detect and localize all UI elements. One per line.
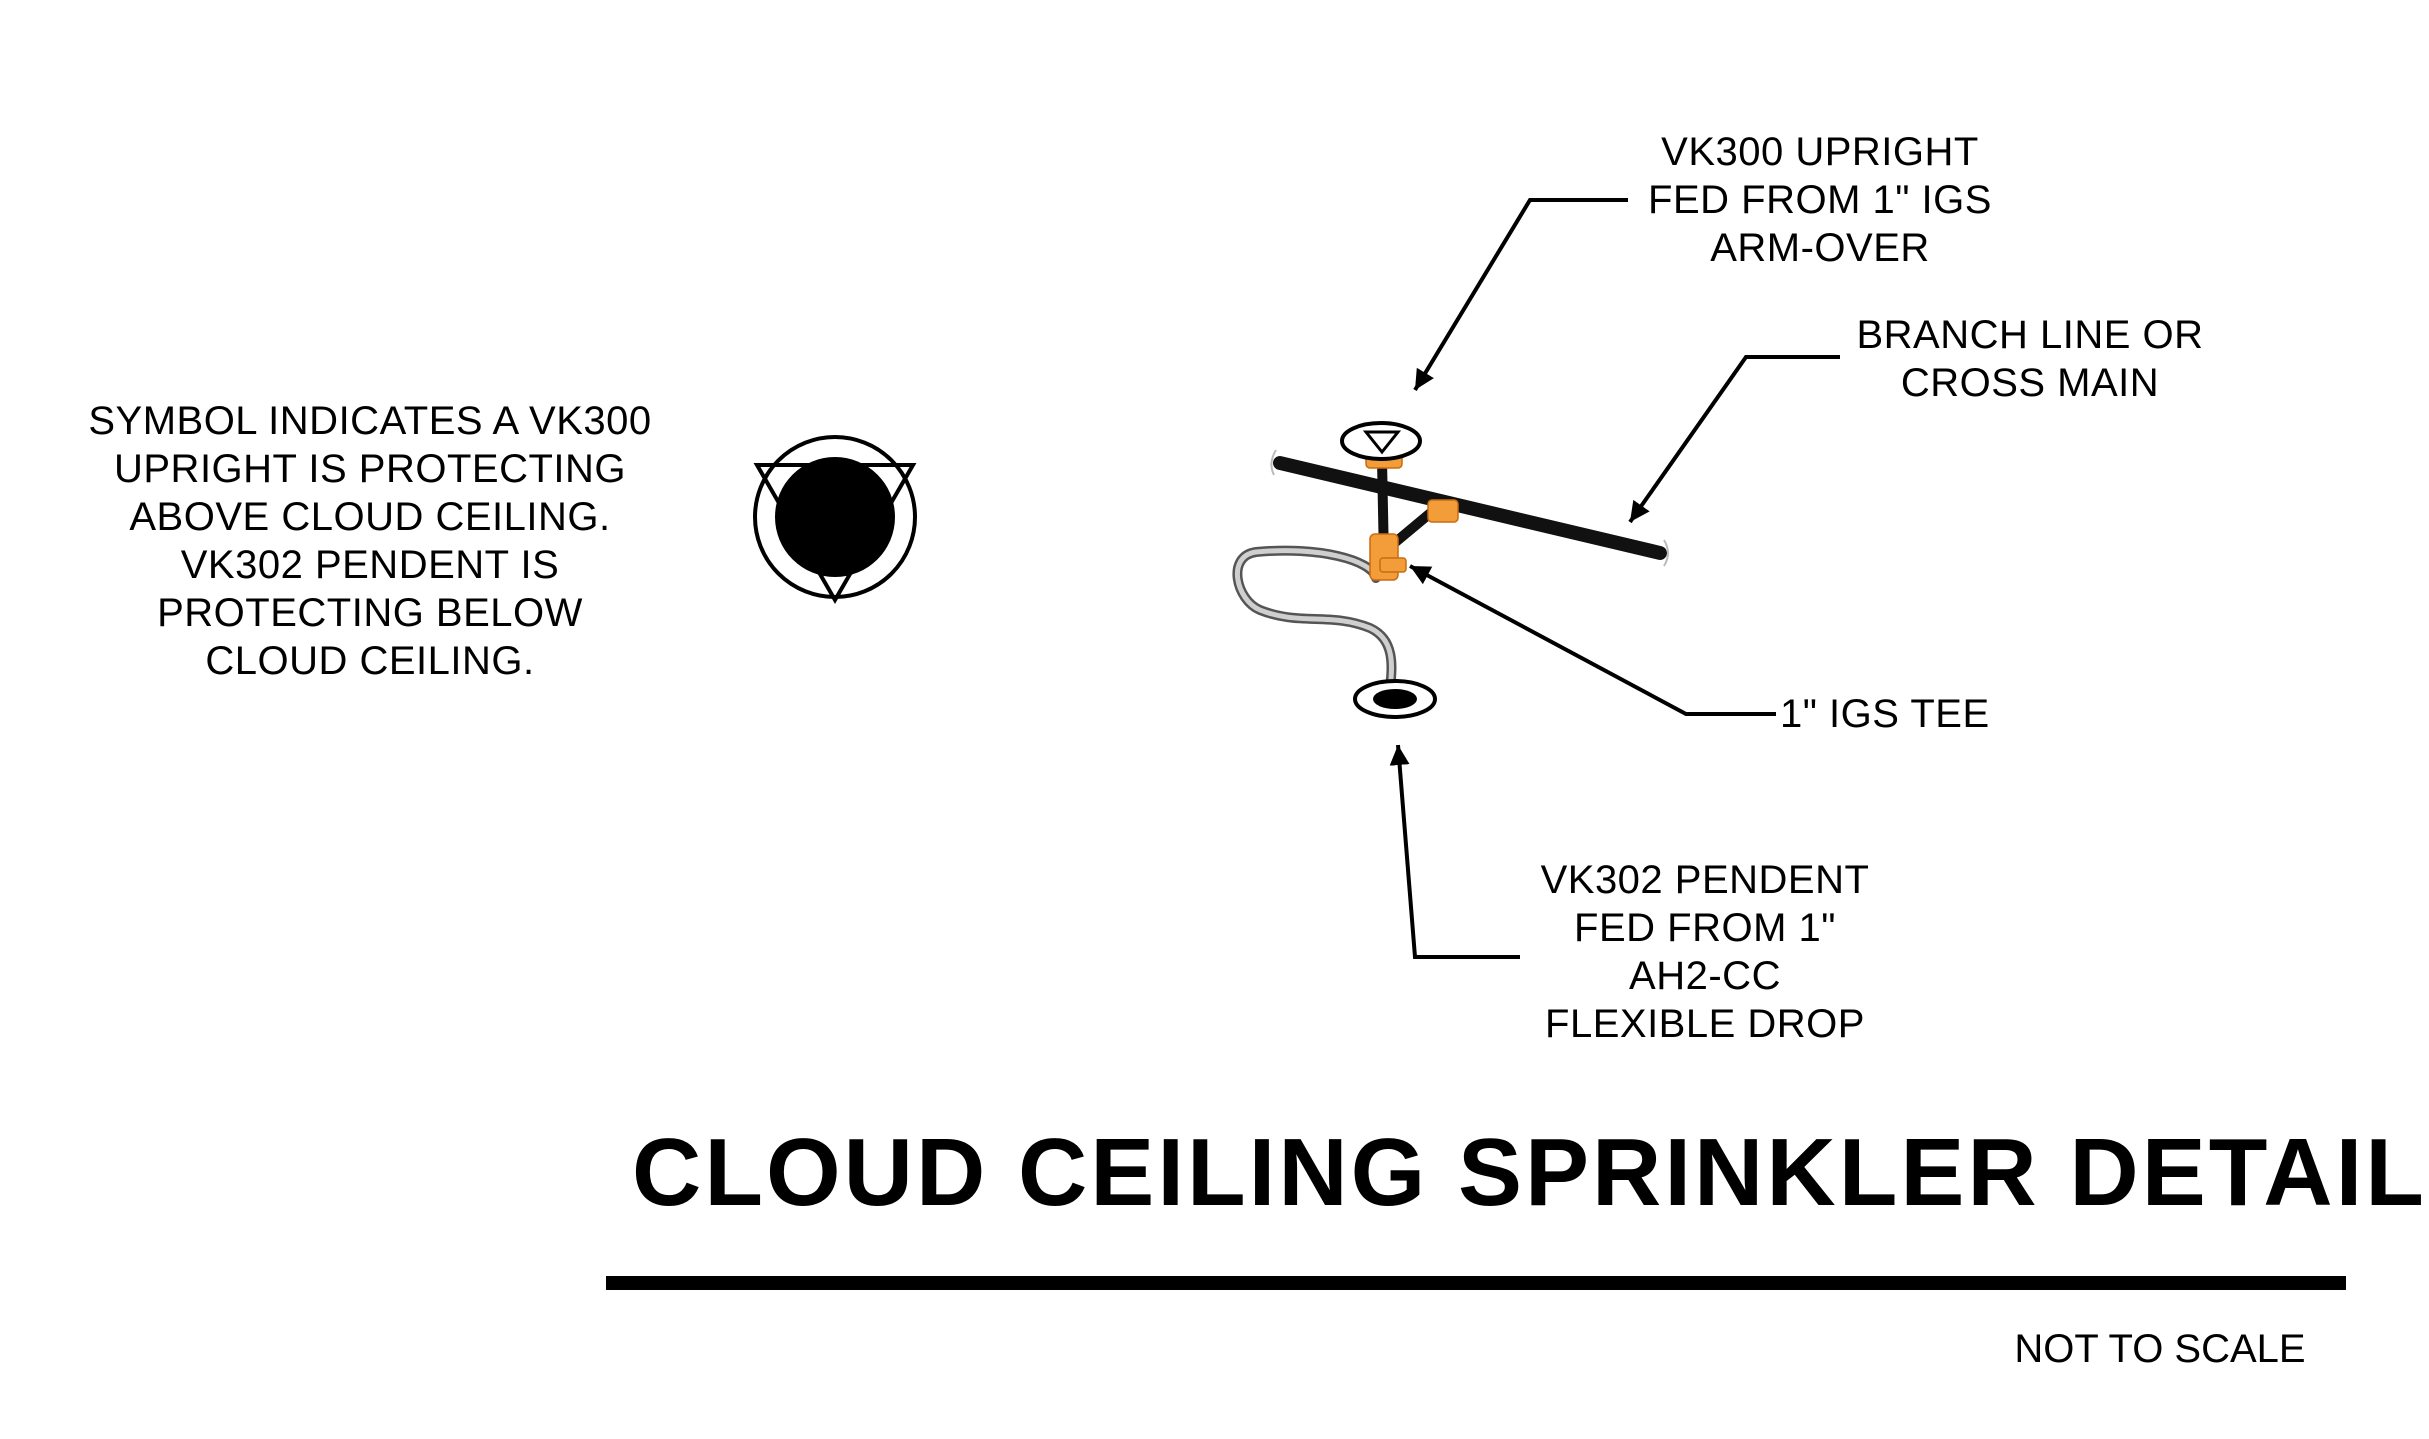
branch-line-pipe [1270, 449, 1669, 567]
tee-callout: 1" IGS TEE [1780, 690, 2040, 738]
pendent-callout: VK302 PENDENT FED FROM 1" AH2-CC FLEXIBL… [1505, 856, 1905, 1048]
upright-callout-line: FED FROM 1" IGS [1648, 178, 1992, 222]
symbol-note-line: ABOVE CLOUD CEILING. [129, 495, 611, 539]
symbol-note-line: UPRIGHT IS PROTECTING [113, 447, 627, 491]
pendent-callout-line: VK302 PENDENT [1540, 858, 1870, 902]
vk300-upright-sprinkler [1340, 421, 1422, 461]
pendent-leader [1389, 744, 1520, 959]
igs-tee-fitting [1369, 533, 1399, 581]
symbol-note: SYMBOL INDICATES A VK300 UPRIGHT IS PROT… [55, 397, 685, 685]
symbol-note-line: VK302 PENDENT IS [180, 543, 560, 587]
branch-callout-line: BRANCH LINE OR [1856, 313, 2204, 357]
pendent-callout-line: FLEXIBLE DROP [1545, 1002, 1865, 1046]
symbol-note-line: SYMBOL INDICATES A VK300 [88, 399, 652, 443]
symbol-note-line: PROTECTING BELOW [157, 591, 583, 635]
pendent-callout-line: FED FROM 1" [1574, 906, 1836, 950]
branch-callout: BRANCH LINE OR CROSS MAIN [1810, 311, 2250, 407]
tee-callout-line: 1" IGS TEE [1780, 692, 1990, 736]
vk302-pendent-sprinkler [1353, 679, 1437, 719]
branch-tee-fitting [1427, 499, 1459, 523]
vk300-vk302-symbol [753, 435, 917, 604]
branch-callout-line: CROSS MAIN [1900, 361, 2160, 405]
upright-leader [1413, 198, 1628, 392]
upright-callout: VK300 UPRIGHT FED FROM 1" IGS ARM-OVER [1585, 128, 2055, 272]
upright-callout-line: VK300 UPRIGHT [1661, 130, 1979, 174]
upright-callout-line: ARM-OVER [1710, 226, 1930, 270]
branch-leader [1628, 355, 1840, 524]
pendent-callout-line: AH2-CC [1629, 954, 1781, 998]
symbol-note-line: CLOUD CEILING. [205, 639, 535, 683]
title-underline [606, 1276, 2346, 1290]
scale-note: NOT TO SCALE [2014, 1327, 2306, 1371]
tee-leader [1409, 564, 1776, 716]
detail-title: CLOUD CEILING SPRINKLER DETAIL [632, 1119, 2427, 1226]
